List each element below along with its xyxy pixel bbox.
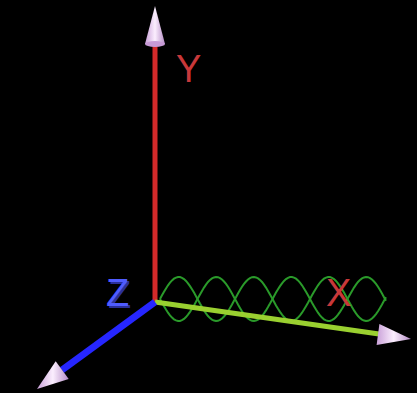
axis-label: Z <box>106 274 129 312</box>
wave-curves <box>160 277 386 321</box>
wave-curve <box>160 277 386 321</box>
z-arrowhead <box>37 361 69 389</box>
wave-curve <box>160 277 386 321</box>
axis-label: X <box>326 274 351 312</box>
y-axis <box>153 44 158 302</box>
y-arrowhead-base <box>145 41 165 47</box>
y-arrowhead <box>145 6 165 44</box>
axis-label: Y <box>176 50 201 88</box>
x-arrowhead <box>377 324 411 345</box>
z-axis <box>62 302 155 370</box>
